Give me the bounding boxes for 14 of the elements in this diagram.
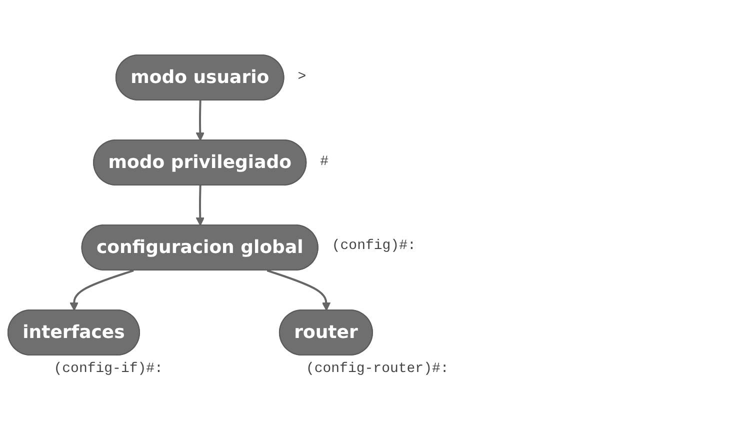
arrow xyxy=(70,270,134,311)
prompt-text: > xyxy=(298,68,306,84)
mode-pill: modo usuario xyxy=(115,54,284,100)
mode-pill: configuracion global xyxy=(81,224,318,270)
mode-pill: interfaces xyxy=(8,310,140,356)
arrow xyxy=(196,100,205,141)
arrow xyxy=(266,270,331,311)
mode-pill: router xyxy=(278,310,373,356)
prompt-text: (config)#: xyxy=(332,238,416,254)
prompt-text: (config-router)#: xyxy=(306,360,449,377)
prompt-text: # xyxy=(320,154,329,170)
prompt-text: (config-if)#: xyxy=(54,360,163,377)
arrow xyxy=(196,185,205,226)
mode-pill: modo privilegiado xyxy=(93,140,307,186)
